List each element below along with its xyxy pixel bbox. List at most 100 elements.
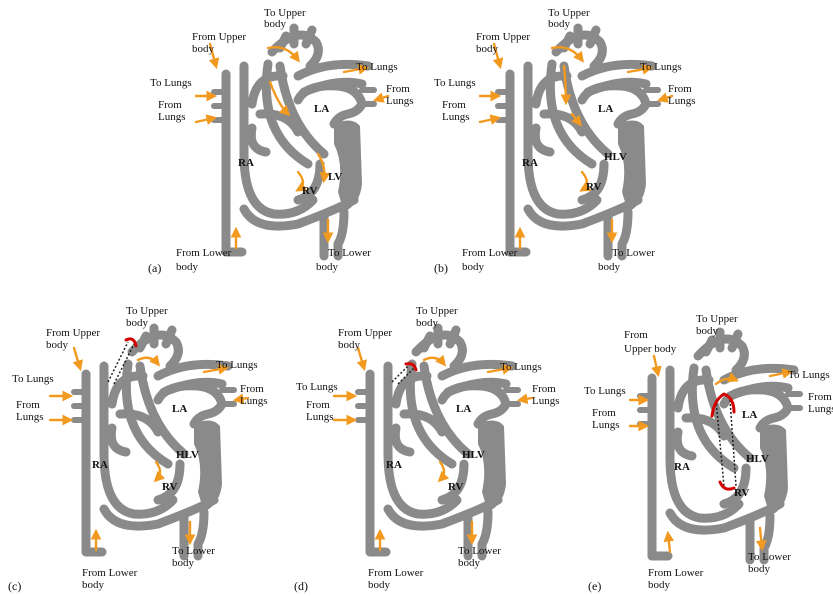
panel-e: From Upper body To Upper body To Lungs F… <box>584 313 833 593</box>
chamber-rv: RV <box>734 487 750 499</box>
chamber-rv: RV <box>302 185 318 197</box>
chamber-la: LA <box>172 403 187 415</box>
to-lungs-left: To Lungs <box>12 373 54 385</box>
from-lungs-left-line2: Lungs <box>16 411 44 423</box>
from-lungs-right-line2: Lungs <box>808 403 833 415</box>
from-lower-body-line2: body <box>176 261 199 273</box>
to-lower-body-line2: body <box>316 261 339 273</box>
from-upper-body-line2: body <box>476 43 499 55</box>
chamber-ra: RA <box>674 461 690 473</box>
flow-arrow <box>668 534 670 552</box>
from-upper-body-line2: body <box>338 339 361 351</box>
shunt-highlight <box>720 482 734 489</box>
from-lower-body-line2: body <box>648 579 671 591</box>
chamber-rv: RV <box>448 481 464 493</box>
from-lungs-left-line1: From <box>158 99 182 111</box>
from-lungs-right-line1: From <box>668 83 692 95</box>
chamber-ra: RA <box>92 459 108 471</box>
flow-arrow <box>520 398 532 400</box>
to-lower-body-line2: body <box>598 261 621 273</box>
from-upper-body-line1: From Upper <box>476 31 530 43</box>
from-upper-body-line2: body <box>192 43 215 55</box>
from-lungs-right-line1: From <box>808 391 832 403</box>
flow-arrow <box>156 462 160 480</box>
from-lungs-right-line1: From <box>240 383 264 395</box>
panel-c: From Upper body To Upper body To Lungs F… <box>8 305 268 593</box>
chamber-hlv: HLV <box>462 449 485 461</box>
to-lungs-right: To Lungs <box>788 369 830 381</box>
from-lungs-right-line2: Lungs <box>240 395 268 407</box>
chamber-hlv: HLV <box>176 449 199 461</box>
to-upper-body-line2: body <box>548 18 571 30</box>
to-upper-body-line1: To Upper <box>126 305 168 317</box>
chamber-la: LA <box>742 409 757 421</box>
to-lower-body-line1: To Lower <box>458 545 501 557</box>
to-lungs-left: To Lungs <box>296 381 338 393</box>
flow-arrow <box>440 462 444 480</box>
from-upper-body-line1: From Upper <box>46 327 100 339</box>
panel-d: From Upper body To Upper body To Lungs F… <box>294 305 560 593</box>
panel-b: From Upper body To Upper body To Lungs F… <box>434 7 696 275</box>
from-upper-body-line1: From <box>624 329 648 341</box>
to-lungs-right: To Lungs <box>500 361 542 373</box>
chamber-ra: RA <box>522 157 538 169</box>
chamber-ra: RA <box>386 459 402 471</box>
to-lower-body-line1: To Lower <box>328 247 371 259</box>
flow-arrow <box>654 356 658 374</box>
from-upper-body-line2: body <box>46 339 69 351</box>
from-lower-body-line2: body <box>462 261 485 273</box>
panel-tag: (e) <box>588 579 601 593</box>
to-upper-body-line1: To Upper <box>416 305 458 317</box>
from-lungs-right-line2: Lungs <box>668 95 696 107</box>
to-upper-body-line2: body <box>696 325 719 337</box>
to-lungs-left: To Lungs <box>150 77 192 89</box>
panel-tag: (d) <box>294 579 308 593</box>
from-lungs-left-line2: Lungs <box>306 411 334 423</box>
from-upper-body-line1: From Upper <box>338 327 392 339</box>
to-lungs-right: To Lungs <box>216 359 258 371</box>
to-lower-body-line2: body <box>458 557 481 569</box>
to-lower-body-line2: body <box>748 563 771 575</box>
from-lungs-left-line2: Lungs <box>592 419 620 431</box>
from-lungs-left-line2: Lungs <box>158 111 186 123</box>
chamber-hlv: HLV <box>604 151 627 163</box>
to-lower-body-line2: body <box>172 557 195 569</box>
to-upper-body-line2: body <box>264 18 287 30</box>
from-lungs-left-line2: Lungs <box>442 111 470 123</box>
chamber-la: LA <box>598 103 613 115</box>
from-lower-body-line2: body <box>82 579 105 591</box>
from-lower-body-line2: body <box>368 579 391 591</box>
from-lungs-right-line1: From <box>386 83 410 95</box>
from-upper-body-line2: Upper body <box>624 343 677 355</box>
from-lungs-left-line1: From <box>306 399 330 411</box>
to-upper-body-line1: To Upper <box>696 313 738 325</box>
from-lungs-left-line1: From <box>592 407 616 419</box>
to-lower-body-line1: To Lower <box>172 545 215 557</box>
from-upper-body-line1: From Upper <box>192 31 246 43</box>
from-lungs-right-line2: Lungs <box>532 395 560 407</box>
chamber-la: LA <box>314 103 329 115</box>
from-lungs-right-line2: Lungs <box>386 95 414 107</box>
from-lungs-left-line1: From <box>442 99 466 111</box>
flow-arrow <box>74 348 80 368</box>
panel-tag: (a) <box>148 261 161 275</box>
chamber-rv: RV <box>586 181 602 193</box>
flow-arrow <box>760 528 762 548</box>
panel-tag: (c) <box>8 579 21 593</box>
panel-a: From Upper body To Upper body To Lungs F… <box>148 7 414 275</box>
from-lungs-right-line1: From <box>532 383 556 395</box>
from-lower-body-line1: From Lower <box>176 247 232 259</box>
from-lower-body-line1: From Lower <box>648 567 704 579</box>
from-lower-body-line1: From Lower <box>368 567 424 579</box>
chamber-hlv: HLV <box>746 453 769 465</box>
from-lungs-left-line1: From <box>16 399 40 411</box>
chamber-rv: RV <box>162 481 178 493</box>
to-lower-body-line1: To Lower <box>748 551 791 563</box>
to-lungs-right: To Lungs <box>356 61 398 73</box>
chamber-ra: RA <box>238 157 254 169</box>
to-upper-body-line2: body <box>416 317 439 329</box>
from-lower-body-line1: From Lower <box>462 247 518 259</box>
chamber-lv: LV <box>328 171 342 183</box>
to-upper-body-line2: body <box>126 317 149 329</box>
